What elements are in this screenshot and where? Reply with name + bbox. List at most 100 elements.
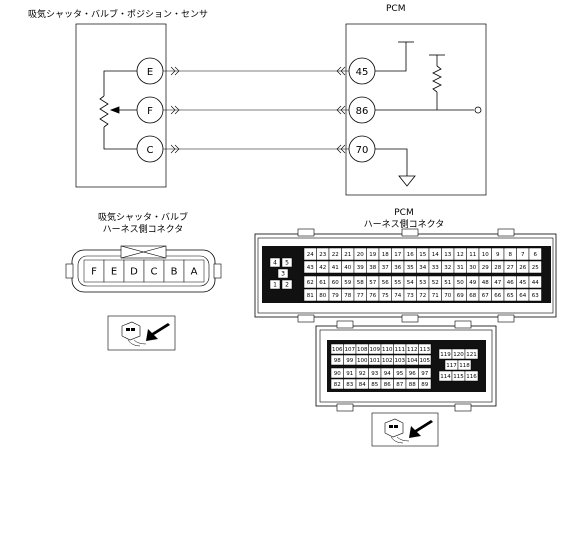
pcm-b-pin: 92 — [355, 367, 369, 379]
pcm-b-pin: 119 — [438, 348, 453, 360]
pcm-a-pin: 55 — [391, 275, 405, 289]
svg-text:94: 94 — [384, 371, 391, 377]
svg-text:20: 20 — [357, 252, 364, 258]
svg-text:70: 70 — [444, 293, 451, 299]
svg-text:69: 69 — [457, 293, 464, 299]
pcm-a-pin: 72 — [416, 288, 430, 302]
pcm-a-pin: 79 — [328, 288, 342, 302]
pcm-a-pin: 43 — [303, 260, 317, 274]
pcm-a-pin: 75 — [378, 288, 392, 302]
svg-text:76: 76 — [369, 293, 376, 299]
pcm-a-pin: 62 — [303, 275, 317, 289]
pcm-b-pin: 102 — [380, 354, 394, 366]
svg-text:64: 64 — [519, 293, 526, 299]
svg-text:72: 72 — [419, 293, 426, 299]
pcm-a-pin: 42 — [316, 260, 330, 274]
pcm-b-pin: 83 — [343, 378, 357, 390]
pcm-b-pin: 106 — [330, 343, 344, 355]
harness-wires — [163, 66, 349, 154]
pcm-b-pin: 115 — [451, 370, 466, 382]
pcm-a-pin: 45 — [516, 275, 530, 289]
svg-text:52: 52 — [432, 280, 439, 286]
pcm-a-pin: 61 — [316, 275, 330, 289]
valve-connector-pin: D — [123, 259, 145, 283]
pcm-a-pin: 11 — [466, 247, 480, 261]
pcm-a-pin: 64 — [516, 288, 530, 302]
pcm-a-pin: 52 — [428, 275, 442, 289]
pcm-pin-86: 86 — [348, 96, 376, 124]
pcm-a-pin: 35 — [403, 260, 417, 274]
pcm-a-pin: 56 — [378, 275, 392, 289]
svg-text:41: 41 — [332, 265, 339, 271]
pcm-b-pin: 111 — [393, 343, 407, 355]
svg-text:88: 88 — [409, 382, 416, 388]
svg-text:109: 109 — [370, 347, 381, 353]
svg-text:25: 25 — [532, 265, 539, 271]
svg-text:71: 71 — [432, 293, 439, 299]
svg-text:39: 39 — [357, 265, 364, 271]
svg-text:108: 108 — [357, 347, 368, 353]
svg-text:95: 95 — [396, 371, 403, 377]
svg-text:19: 19 — [369, 252, 376, 258]
svg-text:10: 10 — [482, 252, 489, 258]
svg-text:44: 44 — [532, 280, 539, 286]
pcm-b-pin: 103 — [393, 354, 407, 366]
pcm-b-pin: 105 — [418, 354, 432, 366]
valve-connector-pin: C — [143, 259, 165, 283]
svg-text:120: 120 — [453, 352, 464, 358]
pcm-a-pin: 6 — [528, 247, 542, 261]
svg-text:101: 101 — [370, 358, 381, 364]
pcm-b-pin: 91 — [343, 367, 357, 379]
svg-text:32: 32 — [444, 265, 451, 271]
svg-text:119: 119 — [440, 352, 451, 358]
pcm-a-pin: 26 — [516, 260, 530, 274]
pcm-b-pin: 100 — [355, 354, 369, 366]
svg-text:83: 83 — [346, 382, 353, 388]
pcm-a-pin: 2 — [281, 279, 293, 290]
pcm-b-pin: 117 — [444, 359, 459, 371]
pcm-b-pin: 96 — [405, 367, 419, 379]
pcm-a-pin: 74 — [391, 288, 405, 302]
svg-text:31: 31 — [457, 265, 464, 271]
svg-text:58: 58 — [357, 280, 364, 286]
pcm-a-pin: 32 — [441, 260, 455, 274]
svg-text:7: 7 — [521, 252, 525, 258]
svg-text:15: 15 — [419, 252, 426, 258]
pcm-connector-label-line1: PCM — [394, 208, 413, 218]
svg-text:53: 53 — [419, 280, 426, 286]
svg-text:70: 70 — [356, 145, 369, 156]
pcm-b-pin: 94 — [380, 367, 394, 379]
pcm-a-pin: 19 — [366, 247, 380, 261]
pcm-b-pin: 114 — [438, 370, 453, 382]
pcm-b-pin: 90 — [330, 367, 344, 379]
pcm-a-pin: 47 — [491, 275, 505, 289]
svg-text:79: 79 — [332, 293, 339, 299]
svg-text:98: 98 — [334, 358, 341, 364]
svg-text:87: 87 — [396, 382, 403, 388]
svg-text:118: 118 — [459, 363, 470, 369]
svg-text:9: 9 — [496, 252, 500, 258]
svg-text:46: 46 — [507, 280, 514, 286]
pcm-a-pin: 36 — [391, 260, 405, 274]
pcm-b-pin: 85 — [368, 378, 382, 390]
pcm-a-pin: 59 — [341, 275, 355, 289]
pcm-a-pin: 76 — [366, 288, 380, 302]
pcm-a-pin: 20 — [353, 247, 367, 261]
svg-text:E: E — [111, 267, 117, 278]
svg-text:68: 68 — [469, 293, 476, 299]
pcm-a-pin: 31 — [453, 260, 467, 274]
svg-text:4: 4 — [273, 260, 277, 267]
svg-text:18: 18 — [382, 252, 389, 258]
pcm-b-pin: 95 — [393, 367, 407, 379]
sensor-pin-C: C — [136, 135, 164, 163]
svg-text:27: 27 — [507, 265, 514, 271]
pcm-b-pin: 109 — [368, 343, 382, 355]
svg-text:35: 35 — [407, 265, 414, 271]
pcm-b-pin: 113 — [418, 343, 432, 355]
sensor-box — [75, 23, 167, 188]
svg-text:103: 103 — [395, 358, 406, 364]
pcm-b-pin: 110 — [380, 343, 394, 355]
